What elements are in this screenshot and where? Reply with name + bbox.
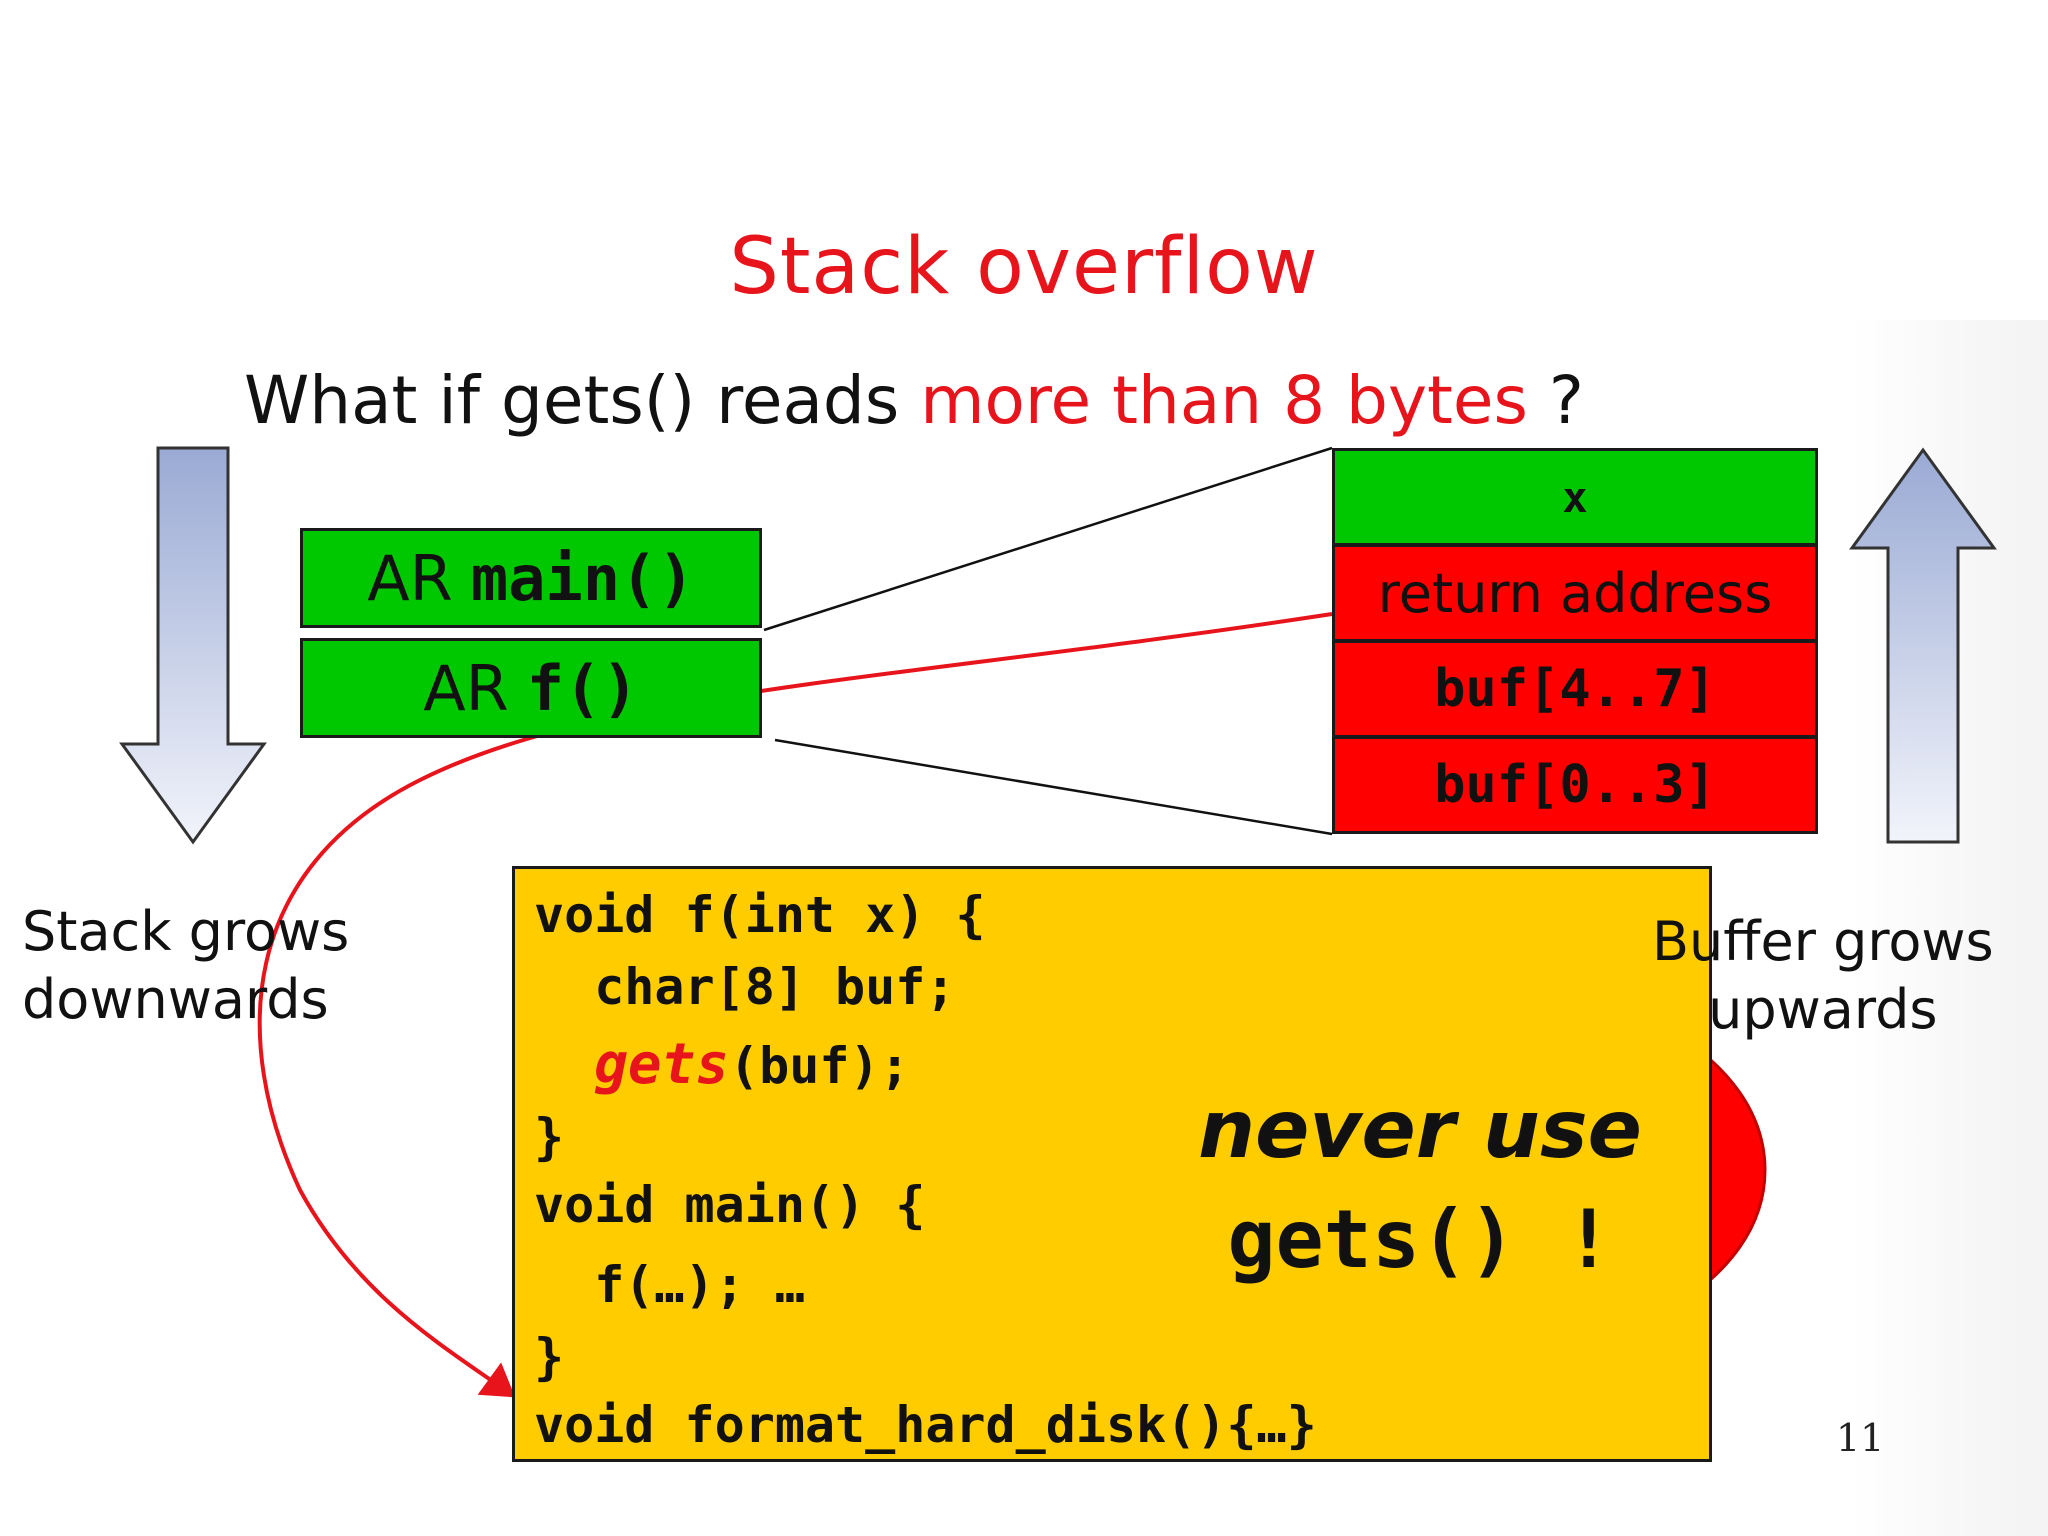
code-line-4: } xyxy=(534,1108,565,1166)
ar-f-box: AR f() xyxy=(300,638,762,738)
code-line-2: char[8] buf; xyxy=(534,958,956,1016)
ar-main-box: AR main() xyxy=(300,528,762,628)
code-gets-args: (buf); xyxy=(729,1037,910,1095)
buffer-label-line2: upwards xyxy=(1708,978,1938,1041)
ar-f-prefix: AR xyxy=(423,651,509,725)
question-suffix: ? xyxy=(1527,362,1584,439)
frame-cell-return-address: return address xyxy=(1332,544,1818,642)
stack-label-line2: downwards xyxy=(22,968,329,1031)
ar-f-name: f() xyxy=(526,651,639,725)
code-line-7: } xyxy=(534,1328,565,1386)
frame-cell-buf-4-7: buf[4..7] xyxy=(1332,640,1818,738)
ar-main-name: main() xyxy=(470,541,695,615)
code-line-1: void f(int x) { xyxy=(534,886,986,944)
zoom-line-bottom xyxy=(774,738,1333,836)
stack-down-arrow xyxy=(119,446,267,845)
buffer-grows-label: Buffer grows upwards xyxy=(1652,908,1994,1044)
question-text: What if gets() reads more than 8 bytes ? xyxy=(244,362,1584,439)
code-line-3: gets(buf); xyxy=(534,1032,910,1097)
question-prefix: What if gets() reads xyxy=(244,362,921,439)
question-highlight: more than 8 bytes xyxy=(920,362,1528,439)
code-box xyxy=(512,866,1712,1462)
buffer-label-line1: Buffer grows xyxy=(1652,910,1994,973)
ar-main-prefix: AR xyxy=(367,541,453,615)
overwrite-return-arrow xyxy=(257,612,1333,1398)
callout-text: never use gets() ! xyxy=(1140,1075,1700,1295)
code-gets-call: gets xyxy=(594,1032,730,1097)
zoom-line-top xyxy=(763,446,1333,632)
stack-label-line1: Stack grows xyxy=(22,900,350,963)
frame-cell-buf-0-3: buf[0..3] xyxy=(1332,736,1818,834)
callout-line-1: never use xyxy=(1198,1083,1642,1176)
code-line-6: f(…); … xyxy=(534,1256,805,1314)
frame-cell-x: x xyxy=(1332,448,1818,546)
code-line-8: void format_hard_disk(){…} xyxy=(534,1396,1317,1454)
page-number: 11 xyxy=(1836,1416,1885,1460)
buffer-up-arrow xyxy=(1849,447,1997,844)
stack-grows-label: Stack grows downwards xyxy=(22,898,349,1034)
callout-line-2: gets() ! xyxy=(1227,1193,1613,1286)
code-line-5: void main() { xyxy=(534,1176,926,1234)
slide-title: Stack overflow xyxy=(729,222,1319,312)
